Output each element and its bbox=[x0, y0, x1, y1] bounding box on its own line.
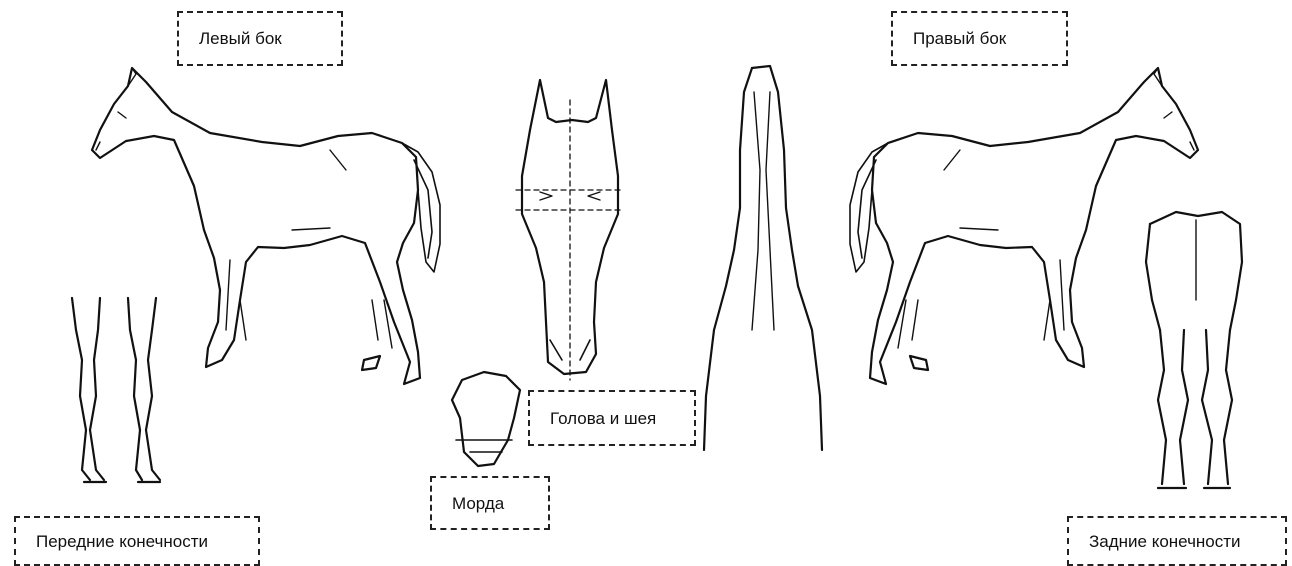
head-front-view bbox=[516, 80, 624, 380]
label-hind-legs: Задние конечности bbox=[1067, 516, 1287, 566]
right-side-horse bbox=[850, 68, 1198, 384]
label-muzzle: Морда bbox=[430, 476, 550, 530]
label-front-legs: Передние конечности bbox=[14, 516, 260, 566]
muzzle-view bbox=[452, 372, 520, 466]
left-side-horse bbox=[92, 68, 440, 384]
hind-legs bbox=[1146, 212, 1242, 488]
label-left-side: Левый бок bbox=[177, 11, 343, 66]
neck-dorsal-view bbox=[704, 66, 822, 450]
label-head-neck: Голова и шея bbox=[528, 390, 696, 446]
front-legs bbox=[72, 298, 160, 482]
label-right-side: Правый бок bbox=[891, 11, 1068, 66]
